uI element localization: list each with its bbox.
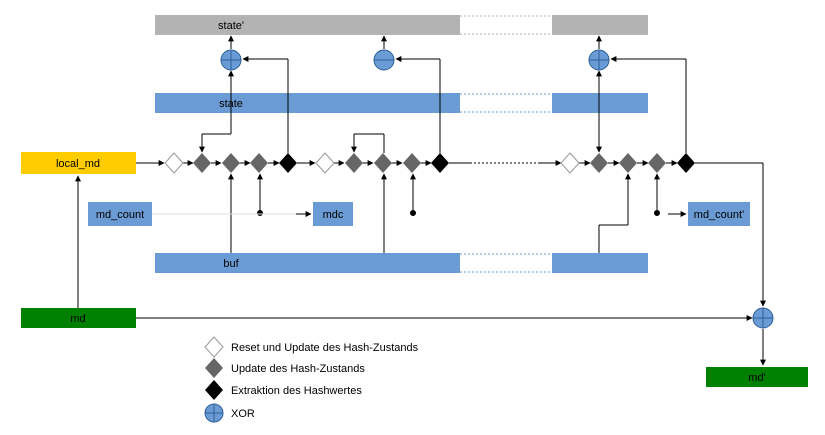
reset-update-diamond xyxy=(560,152,580,174)
local-md-label: local_md xyxy=(56,158,100,170)
buf-segment-2 xyxy=(308,253,460,273)
reset-update-diamond xyxy=(164,152,184,174)
update-diamond xyxy=(222,153,240,173)
update-diamond xyxy=(619,153,637,173)
xor-icon xyxy=(220,49,242,71)
md-prime-label: md' xyxy=(748,372,765,384)
update-diamond xyxy=(250,153,268,173)
md-count-label: md_count xyxy=(96,209,144,221)
xor-icon xyxy=(752,307,774,329)
md-label: md xyxy=(70,313,85,325)
local-md-box xyxy=(21,152,136,174)
md-count-prime-label: md_count' xyxy=(694,209,744,221)
update-diamond xyxy=(374,153,392,173)
legend-xor: XOR xyxy=(231,408,255,420)
extract-diamond xyxy=(677,153,695,173)
legend-xor-icon xyxy=(204,403,224,423)
legend: Reset und Update des Hash-Zustands Updat… xyxy=(204,336,419,423)
md-count-prime-box xyxy=(688,202,750,226)
buf-label: buf xyxy=(223,258,239,270)
main-flow-line xyxy=(136,160,766,307)
mdc-label: mdc xyxy=(323,209,344,221)
legend-reset-update: Reset und Update des Hash-Zustands xyxy=(231,342,419,354)
buf-segment-3 xyxy=(552,253,648,273)
buf-bar: buf xyxy=(155,253,648,273)
state-prime-segment-2 xyxy=(308,15,460,35)
state-prime-segment-3 xyxy=(552,15,648,35)
state-prime-label: state' xyxy=(218,20,244,32)
mdc-box xyxy=(313,202,353,226)
update-diamond xyxy=(345,153,363,173)
buf-box xyxy=(155,253,308,273)
state-segment-3 xyxy=(552,93,648,113)
xor-nodes xyxy=(220,49,774,329)
xor-icon xyxy=(373,49,395,71)
xor-icon xyxy=(588,49,610,71)
extract-diamond xyxy=(279,153,297,173)
update-diamond xyxy=(193,153,211,173)
legend-white-diamond-icon xyxy=(204,336,224,358)
md-prime-box xyxy=(706,367,808,387)
update-diamond xyxy=(648,153,666,173)
state-segment-2 xyxy=(308,93,460,113)
legend-update: Update des Hash-Zustands xyxy=(231,363,365,375)
diamonds xyxy=(164,152,695,174)
connections xyxy=(75,35,766,366)
update-diamond xyxy=(403,153,421,173)
md-count-box xyxy=(88,202,152,226)
state-prime-bar: state' xyxy=(155,15,648,35)
legend-extract: Extraktion des Hashwertes xyxy=(231,385,362,397)
state-prime-box xyxy=(155,15,308,35)
state-bar: state xyxy=(155,93,648,113)
md-box xyxy=(21,308,136,328)
extract-diamond xyxy=(431,153,449,173)
legend-black-diamond-icon xyxy=(205,380,223,400)
update-diamond xyxy=(590,153,608,173)
legend-gray-diamond-icon xyxy=(205,358,223,378)
reset-update-diamond xyxy=(315,152,335,174)
